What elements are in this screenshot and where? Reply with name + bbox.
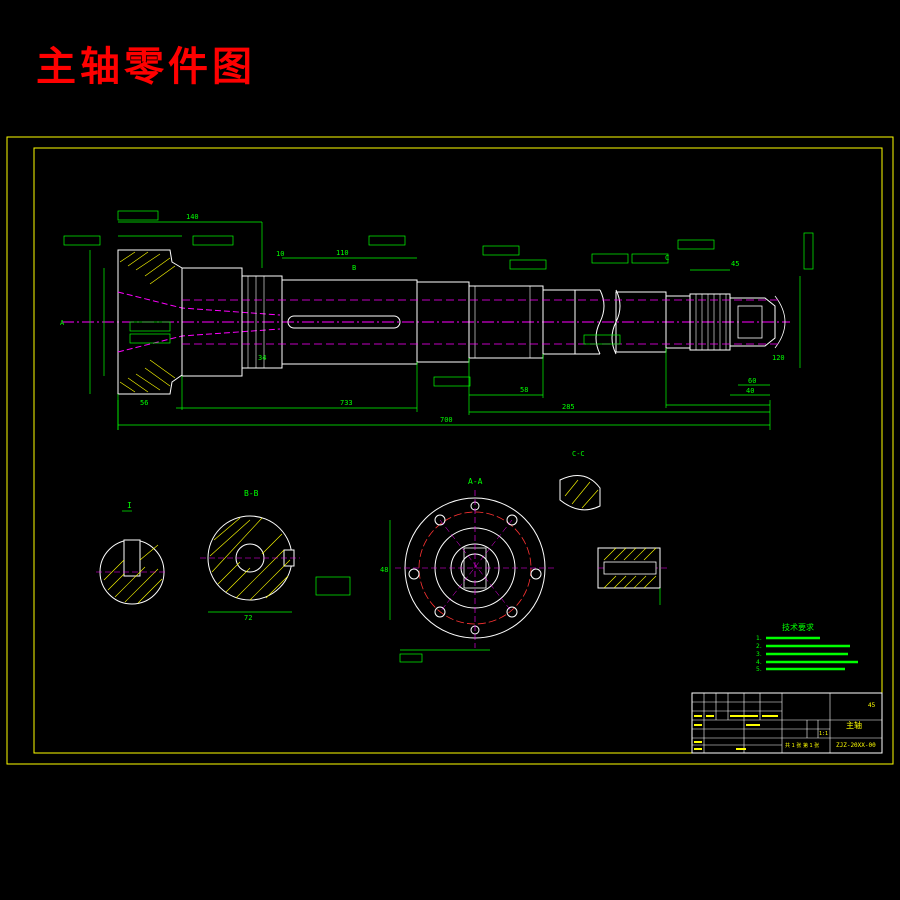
section-I: I	[96, 501, 168, 605]
tech-req-item-1: 1.	[756, 635, 762, 642]
dim-34: 34	[258, 354, 266, 362]
tolerance-frames	[63, 210, 814, 387]
dim-60: 60	[748, 377, 756, 385]
section-I-label: I	[127, 501, 132, 510]
tech-req-title: 技术要求	[782, 622, 814, 632]
dim-140: 140	[186, 213, 199, 221]
main-dimensions	[89, 221, 801, 430]
tech-req-item-2: 2.	[756, 643, 762, 650]
section-B-label: B-B	[244, 489, 259, 498]
dim-733: 733	[340, 399, 353, 407]
title-block-material: 45	[868, 702, 876, 709]
page-title: 主轴零件图	[36, 43, 256, 90]
tech-req-item-5: 5.	[756, 666, 762, 673]
outer-frame	[6, 136, 894, 765]
tech-req-item-4: 4.	[756, 659, 762, 666]
dim-58: 58	[520, 386, 528, 394]
section-mark-b: B	[352, 264, 356, 272]
title-block-drawing-no: ZJZ-20XX-00	[836, 742, 876, 749]
title-block-scale: 1:1	[819, 731, 828, 737]
section-A-pcd: 48	[380, 566, 388, 574]
title-block: 主轴 45 ZJZ-20XX-00 1:1 共 1 张 第 1 张	[691, 692, 883, 754]
dim-10: 10	[276, 250, 284, 258]
section-C-label: C-C	[572, 450, 585, 458]
section-mark-a: A	[60, 319, 65, 327]
break-line-1	[595, 289, 605, 355]
detail-view	[597, 547, 670, 605]
dim-110: 110	[336, 249, 349, 257]
dim-120: 120	[772, 354, 785, 362]
technical-requirements: 技术要求 1. 2. 3. 4. 5.	[756, 622, 858, 673]
dim-total-length: 700	[440, 416, 453, 424]
dim-56: 56	[140, 399, 148, 407]
section-B-width: 72	[244, 614, 252, 622]
tech-req-item-3: 3.	[756, 651, 762, 658]
section-B-B: B-B 72	[200, 489, 351, 622]
section-C-C: C-C	[559, 450, 601, 511]
spline-end	[729, 297, 776, 347]
dim-45: 45	[731, 260, 739, 268]
shaft-step-6	[542, 289, 576, 355]
section-A-A: A-A 48	[380, 477, 555, 663]
section-A-label: A-A	[468, 477, 483, 486]
section-mark-c: C	[665, 254, 669, 262]
title-block-sheet: 共 1 张 第 1 张	[785, 742, 819, 749]
title-block-part-name: 主轴	[846, 720, 862, 730]
inner-frame	[33, 147, 883, 754]
keyway-slot	[287, 315, 401, 329]
nose-hatching	[119, 251, 176, 393]
dim-285: 285	[562, 403, 575, 411]
shaft-main-view	[62, 249, 790, 395]
dim-40: 40	[746, 387, 754, 395]
